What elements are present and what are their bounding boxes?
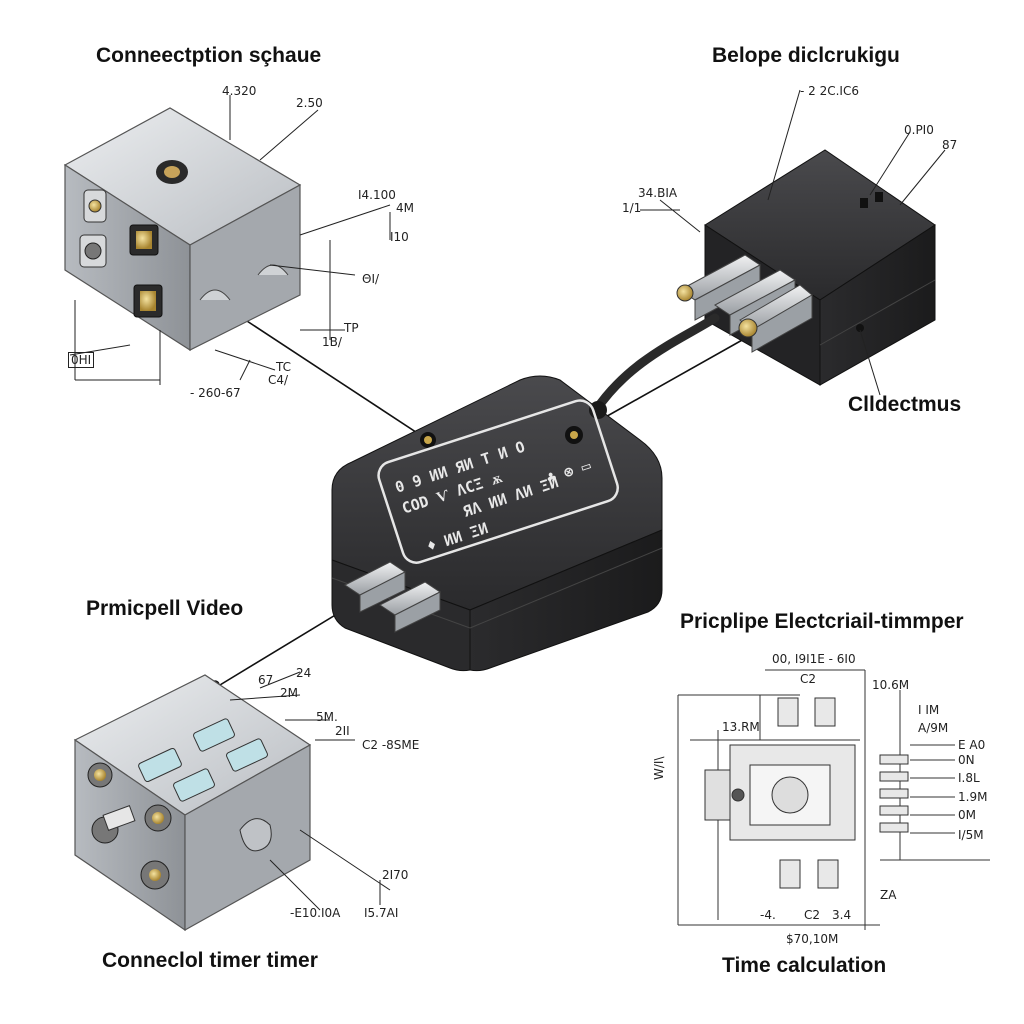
center-timer-device <box>331 375 663 672</box>
dim-br-17: $70,10M <box>786 932 839 946</box>
dim-br-4: 13.RM <box>722 720 760 734</box>
dim-bl-4: 5M. <box>316 710 338 724</box>
dim-bl-6: C2 -8SME <box>362 738 420 752</box>
dim-tl-2: 2.50 <box>296 96 323 110</box>
caption-mid-left: Prmicpell Video <box>86 597 244 620</box>
dim-br-14: C2 <box>804 908 821 922</box>
dim-br-1: 00, I9I1E - 6I0 <box>772 652 856 666</box>
bottom-left-dimension-lines <box>229 671 391 911</box>
dim-br-5: I IM <box>918 703 940 717</box>
dim-tl-11: 0HI <box>68 352 95 368</box>
dim-bl-3: 2M <box>280 686 298 700</box>
dim-br-15: 3.4 <box>832 908 852 922</box>
dim-tl-1: 4.320 <box>222 84 257 98</box>
dim-bl-9: I5.7AI <box>364 906 399 920</box>
dim-br-9: I.8L <box>958 771 980 785</box>
dim-tl-10: C4/ <box>268 373 289 387</box>
dim-bl-7: 2I70 <box>382 868 409 882</box>
dim-tr-4: 34.BIA <box>638 186 678 200</box>
dim-bl-8: -E10.I0A <box>290 906 341 920</box>
dim-br-7: E A0 <box>958 738 986 752</box>
top-right-black-connector <box>591 149 936 415</box>
dim-br-11: 0M <box>958 808 976 822</box>
caption-top-right: Belope diclcrukigu <box>712 44 900 67</box>
caption-bottom-right: Time calculation <box>722 954 887 977</box>
dim-tl-9: TC <box>276 360 292 374</box>
dim-tl-5: I10 <box>390 230 409 244</box>
dim-br-10: 1.9M <box>958 790 988 804</box>
caption-right-mid: Clldectmus <box>848 393 962 416</box>
dim-br-6: A/9M <box>918 721 949 735</box>
dim-tl-12: - 260-67 <box>190 386 241 400</box>
dim-tr-2: 0.PI0 <box>904 123 934 137</box>
dim-tr-1: - 2 2C.IC6 <box>800 84 859 98</box>
dim-bl-2: 24 <box>296 666 312 680</box>
dim-bl-1: 67 <box>258 673 274 687</box>
dim-br-12: I/5M <box>958 828 984 842</box>
caption-mid-right: Pricplipe Electcriail-timmper <box>680 610 964 633</box>
top-right-dimension-lines <box>640 89 946 396</box>
caption-top-left: Conneectption sçhaue <box>96 44 322 67</box>
dim-br-8: 0N <box>958 753 975 767</box>
dim-tl-7: TP <box>344 321 359 335</box>
dim-br-3: 10.6M <box>872 678 910 692</box>
top-left-dimension-lines <box>69 95 391 385</box>
top-left-connector-cube <box>63 107 302 352</box>
bottom-left-connector-cube <box>73 674 312 932</box>
dim-br-16: ZA <box>880 888 897 902</box>
dim-br-18: W/I\ <box>652 756 666 781</box>
dim-bl-5: 2II <box>335 724 350 738</box>
dim-tr-5: 1/1 <box>622 201 642 215</box>
dim-br-2: C2 <box>800 672 817 686</box>
dim-br-13: -4. <box>760 908 776 922</box>
caption-bottom-left: Conneclol timer timer <box>102 949 318 972</box>
dim-tl-6: ΘI/ <box>362 272 380 286</box>
dim-tl-3: I4.100 <box>358 188 396 202</box>
dim-tr-3: 87 <box>942 138 958 152</box>
dim-tl-4: 4M <box>396 201 414 215</box>
dim-tl-8: 1B/ <box>322 335 342 349</box>
bottom-right-blueprint <box>677 669 990 930</box>
